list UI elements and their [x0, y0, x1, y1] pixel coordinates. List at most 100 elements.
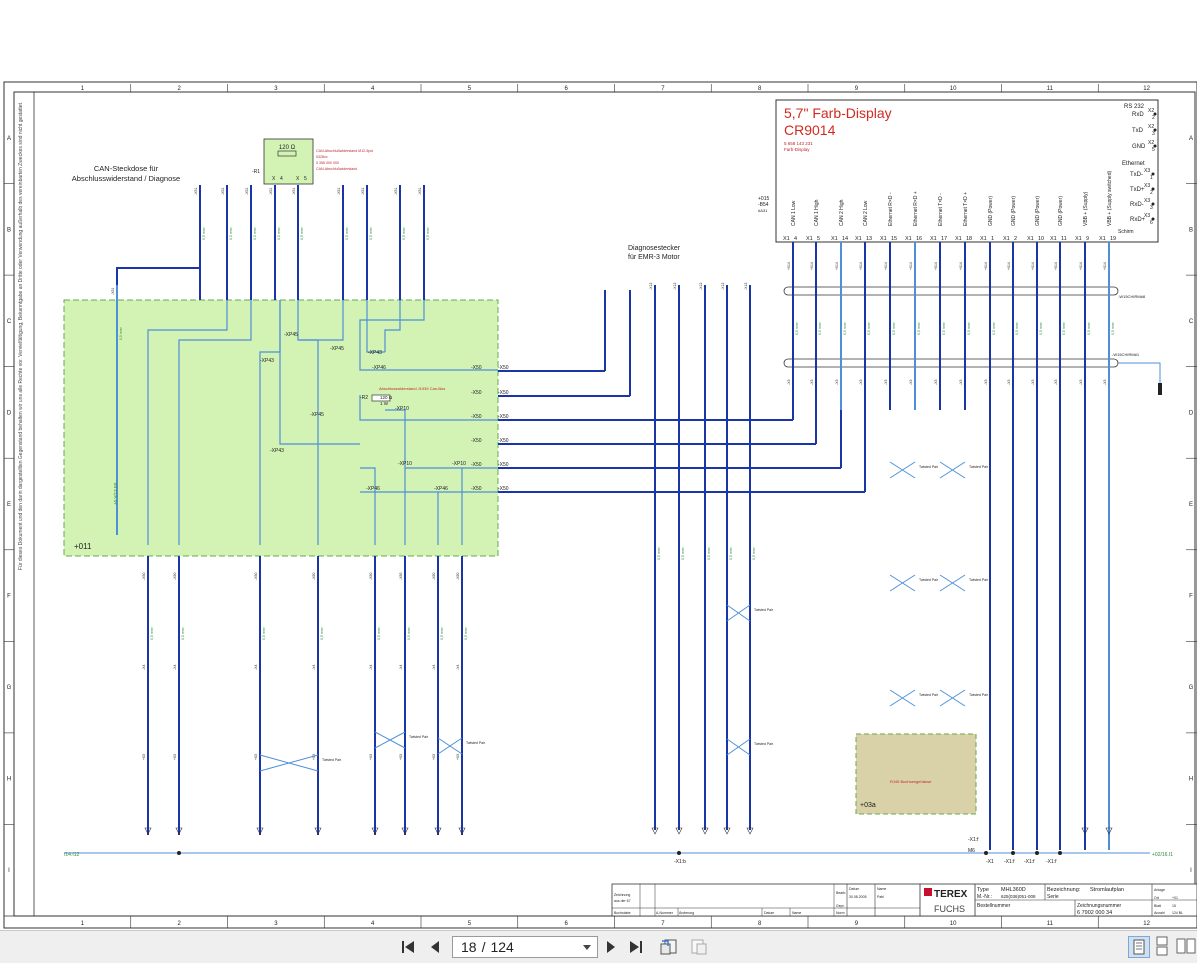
display-pin-nr: 4 — [794, 236, 797, 242]
tb-mnr-value: 625(036)051-008 — [1001, 894, 1036, 899]
svg-text:-X3: -X3 — [835, 380, 839, 386]
svg-text:0,5 mm²: 0,5 mm² — [426, 226, 430, 240]
svg-text:-X50: -X50 — [399, 573, 403, 580]
back-view-button[interactable] — [658, 935, 680, 959]
column-marker: 4 — [371, 86, 375, 92]
xp46-label-1: -XP46 — [372, 365, 386, 371]
ethernet-pin-label: RxD- — [1130, 202, 1144, 208]
svg-text:-X4: -X4 — [173, 665, 177, 671]
page-number-select[interactable]: 18 / 124 — [452, 936, 598, 958]
forward-view-button[interactable] — [688, 935, 710, 959]
twisted-pair-label: Twisted Pair — [754, 742, 774, 746]
display-pin-conn: X1 — [831, 236, 838, 242]
x1f-label-2: -X1:f — [1024, 859, 1035, 865]
svg-text:-X51: -X51 — [394, 188, 398, 195]
svg-text:0,5 mm²: 0,5 mm² — [202, 226, 206, 240]
svg-text:0,5 mm²: 0,5 mm² — [843, 321, 847, 335]
column-marker: 4 — [371, 921, 375, 927]
diag-title: Diagnosestecker — [628, 245, 681, 252]
continuous-view-button[interactable] — [1152, 936, 1174, 958]
group-03a-box — [855, 733, 977, 815]
xp43-label-3: -XP43 — [368, 350, 382, 356]
svg-text:0,5 mm²: 0,5 mm² — [942, 321, 946, 335]
svg-text:-X51: -X51 — [245, 188, 249, 195]
r2-resistor-symbol — [371, 394, 391, 402]
side-legal-note: Für dieses Dokument und den darin darges… — [18, 102, 24, 570]
svg-text:0,5 mm²: 0,5 mm² — [150, 626, 154, 640]
svg-text:X3: X3 — [1144, 183, 1150, 189]
display-pin-name: CAN 1 Low — [791, 200, 797, 226]
can-socket-subtitle: Abschlusswiderstand / Diagnose — [72, 174, 180, 183]
svg-text:+014: +014 — [984, 262, 988, 270]
tb-ort-label: Ort — [1154, 896, 1159, 900]
r1-value: 120 Ω — [279, 145, 296, 151]
x50-label: -X50 — [471, 462, 482, 468]
svg-text:0,5 mm²: 0,5 mm² — [1087, 321, 1091, 335]
two-page-icon — [1176, 938, 1196, 954]
forward-view-icon — [691, 939, 707, 955]
display-pin-nr: 16 — [916, 236, 922, 242]
display-ref-015: +015 — [758, 196, 769, 202]
svg-text:0,5 mm²: 0,5 mm² — [377, 626, 381, 640]
tb-norm-label: Norm — [836, 911, 845, 915]
column-marker: 11 — [1047, 86, 1054, 92]
svg-text:+014: +014 — [884, 262, 888, 270]
row-marker: A — [1189, 136, 1193, 142]
group-03a-label: +03a — [860, 802, 876, 809]
single-page-view-button[interactable] — [1128, 936, 1150, 958]
svg-text:0,5 mm²: 0,5 mm² — [1039, 321, 1043, 335]
tb-zeichnungsnummer-label: Zeichnungsnummer — [1077, 903, 1122, 909]
row-marker: E — [7, 502, 11, 508]
x1f-label-4: -X1:f — [968, 837, 979, 843]
svg-text:X3: X3 — [1144, 198, 1150, 204]
svg-text:0,5 mm²: 0,5 mm² — [369, 226, 373, 240]
previous-page-button[interactable] — [426, 935, 444, 959]
x1f-label-1: -X1:f — [1004, 859, 1015, 865]
display-pin-conn: X1 — [980, 236, 987, 242]
rs232-pin-label: TxD — [1132, 128, 1144, 134]
svg-text:-X51: -X51 — [418, 188, 422, 195]
display-pin-name: GND (Power) — [1035, 196, 1041, 226]
r1-note-4: CAN-Abschlußwiderstand — [316, 167, 357, 171]
svg-text:0,5 mm²: 0,5 mm² — [440, 626, 444, 640]
display-pin-nr: 5 — [817, 236, 820, 242]
column-marker: 10 — [950, 921, 957, 927]
title-block: Zeichnung aus der 67 Buchstabe A-Nummer … — [611, 883, 1197, 917]
twisted-pair-label: Twisted Pair — [919, 693, 939, 697]
svg-text:+014: +014 — [959, 262, 963, 270]
first-page-button[interactable] — [398, 935, 418, 959]
column-marker: 9 — [855, 86, 859, 92]
last-page-button[interactable] — [626, 935, 648, 959]
next-page-button[interactable] — [602, 935, 620, 959]
display-schirm: Schirm — [1118, 229, 1134, 235]
xp45-label-3: -XP45 — [310, 412, 324, 418]
svg-text:+014: +014 — [934, 262, 938, 270]
tb-bearb-label: Bearb. — [836, 891, 846, 895]
svg-text:-X4: -X4 — [399, 665, 403, 671]
display-pin-name: CAN 2 High — [839, 199, 845, 226]
tb-brand-fuchs: FUCHS — [934, 904, 965, 914]
svg-text:-X50: -X50 — [312, 573, 316, 580]
twisted-pair-label: Twisted Pair — [969, 578, 989, 582]
svg-text:+03: +03 — [399, 754, 403, 760]
twisted-pair-label: Twisted Pair — [409, 735, 429, 739]
display-pin-conn: X1 — [905, 236, 912, 242]
two-page-view-button[interactable] — [1176, 936, 1197, 958]
svg-text:0,5 mm²: 0,5 mm² — [1111, 321, 1115, 335]
xp45-label-2: -XP45 — [330, 346, 344, 352]
display-pin-nr: 1 — [991, 236, 994, 242]
tb-bearb-name: Pahl — [877, 895, 884, 899]
tb-blatt-value: 15 — [1172, 904, 1176, 908]
svg-text:+014: +014 — [810, 262, 814, 270]
tb-bezeichnung-value: Stromlaufplan — [1090, 887, 1124, 893]
column-marker: 7 — [661, 921, 665, 927]
svg-text:4: 4 — [280, 176, 283, 182]
svg-text:0,5 mm²: 0,5 mm² — [795, 321, 799, 335]
x50-label: -X50 — [498, 486, 509, 492]
column-marker: 10 — [950, 86, 957, 92]
svg-text:-X3: -X3 — [959, 380, 963, 386]
